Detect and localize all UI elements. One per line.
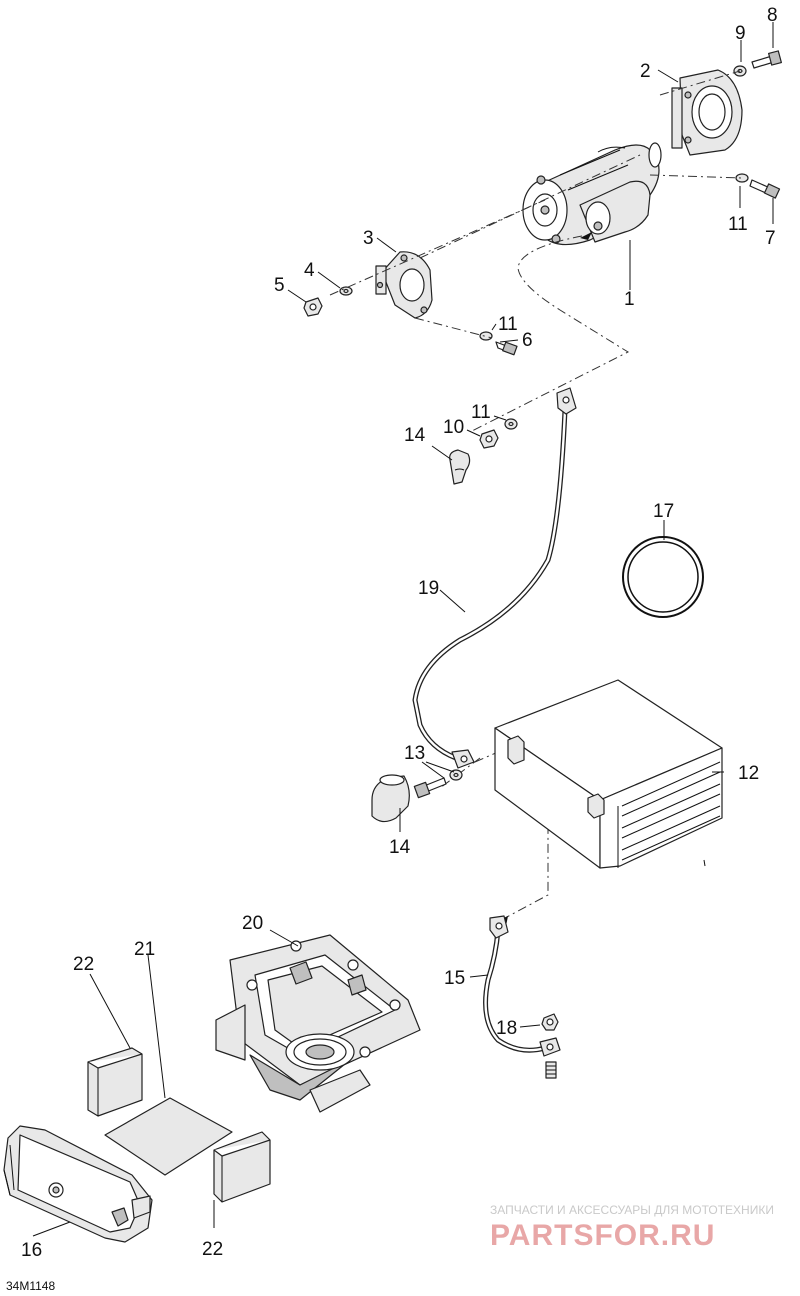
battery-tray bbox=[215, 934, 421, 1113]
leader-lines bbox=[32, 22, 774, 1237]
terminal-boot-top bbox=[449, 449, 471, 485]
callout-19: 19 bbox=[418, 578, 439, 599]
foam-sheet bbox=[104, 1097, 233, 1176]
watermark-tagline: ЗАПЧАСТИ И АКСЕССУАРЫ ДЛЯ МОТОТЕХНИКИ bbox=[490, 1203, 774, 1217]
hardware-cable-top bbox=[479, 418, 518, 449]
callout-11-c: 11 bbox=[728, 214, 748, 235]
starter-motor bbox=[522, 142, 662, 246]
watermark-logo-text: PARTSFOR.RU bbox=[490, 1219, 715, 1252]
battery-bolt bbox=[413, 769, 463, 799]
callout-11-a: 11 bbox=[498, 314, 518, 335]
callout-5: 5 bbox=[274, 275, 285, 296]
assembly-lines bbox=[329, 70, 743, 919]
callout-17: 17 bbox=[653, 501, 674, 522]
hardware-18 bbox=[541, 1013, 559, 1079]
callout-22-b: 22 bbox=[202, 1239, 223, 1260]
callout-7: 7 bbox=[765, 228, 776, 249]
callout-9: 9 bbox=[735, 23, 746, 44]
callout-14-b: 14 bbox=[389, 837, 411, 858]
positive-cable bbox=[412, 387, 577, 769]
pad-left bbox=[87, 1047, 143, 1117]
callout-2: 2 bbox=[640, 61, 651, 82]
callout-10: 10 bbox=[443, 417, 464, 438]
battery bbox=[494, 679, 723, 869]
callout-16: 16 bbox=[21, 1240, 42, 1261]
callout-8: 8 bbox=[767, 5, 778, 26]
callout-13: 13 bbox=[404, 743, 425, 764]
callout-6: 6 bbox=[522, 330, 533, 351]
arrow-head bbox=[580, 232, 592, 240]
battery-cover bbox=[3, 1125, 153, 1243]
callouts: 1 2 3 4 5 6 7 8 9 10 11 11 11 12 13 14 1… bbox=[21, 5, 778, 1261]
pad-right bbox=[213, 1131, 271, 1203]
diagram-code: 34M1148 bbox=[6, 1279, 55, 1293]
callout-20: 20 bbox=[242, 913, 263, 934]
callout-1: 1 bbox=[624, 289, 635, 310]
callout-3: 3 bbox=[363, 228, 374, 249]
terminal-boot-bottom bbox=[371, 774, 410, 823]
negative-cable bbox=[483, 915, 561, 1057]
hardware-top bbox=[303, 50, 782, 356]
callout-4: 4 bbox=[304, 260, 315, 281]
callout-21: 21 bbox=[134, 939, 155, 960]
sealing-ring bbox=[622, 536, 704, 618]
watermark: ЗАПЧАСТИ И АКСЕССУАРЫ ДЛЯ МОТОТЕХНИКИ PA… bbox=[490, 1203, 774, 1252]
starter-bracket bbox=[671, 69, 743, 156]
mounting-plate bbox=[375, 251, 433, 319]
callout-15: 15 bbox=[444, 968, 465, 989]
callout-18: 18 bbox=[496, 1018, 517, 1039]
callout-12: 12 bbox=[738, 763, 759, 784]
callout-22-a: 22 bbox=[73, 954, 94, 975]
callout-14-a: 14 bbox=[404, 425, 426, 446]
callout-11-b: 11 bbox=[471, 402, 491, 423]
